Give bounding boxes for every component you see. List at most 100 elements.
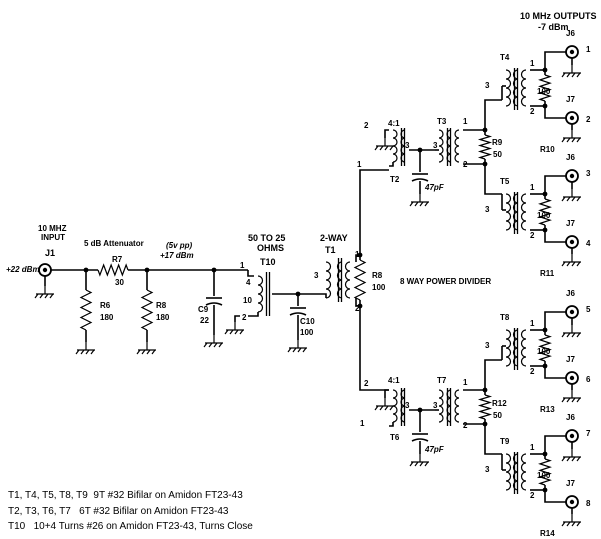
ground-hatch <box>419 201 424 207</box>
t2-pin2: 2 <box>364 121 369 130</box>
jack-center <box>569 309 575 315</box>
ground-hatch <box>566 72 571 78</box>
coil-winding <box>505 329 512 367</box>
jack-center <box>569 173 575 179</box>
wire <box>322 293 327 298</box>
ground-hatch <box>146 349 151 355</box>
ground-hatch <box>379 405 384 411</box>
jack-ref: J6 <box>566 153 575 162</box>
ground-hatch <box>576 332 581 338</box>
coil-winding <box>392 389 398 423</box>
ground-hatch <box>424 201 429 207</box>
t1-pin2: 2 <box>355 304 360 313</box>
t10-title-2: OHMS <box>257 243 284 253</box>
ground-icon <box>287 340 307 353</box>
ground-hatch <box>571 456 576 462</box>
ground-hatch <box>571 137 576 143</box>
ground-hatch <box>576 196 581 202</box>
jack-ref: J6 <box>566 289 575 298</box>
ground-hatch <box>576 456 581 462</box>
capacitor-plate <box>205 302 223 306</box>
c9-value: 22 <box>200 316 209 325</box>
note-t2: T2, T3, T6, T7 6T #32 Bifilar on Amidon … <box>8 506 229 517</box>
wiring <box>34 99 502 467</box>
ground-hatch <box>151 349 156 355</box>
ground-hatch <box>234 329 239 335</box>
ground-hatch <box>566 261 571 267</box>
coil-winding <box>257 275 264 313</box>
pp-dbm-label: +17 dBm <box>160 251 194 260</box>
resistor-value: 100 <box>537 471 551 480</box>
t2-pin3: 3 <box>405 141 410 150</box>
t10-pin2: 2 <box>242 313 247 322</box>
ground-hatch <box>576 397 581 403</box>
wire <box>544 435 566 454</box>
resistor-zigzag <box>477 394 493 420</box>
output-number: 7 <box>586 429 591 438</box>
transformer-ref: T4 <box>500 53 510 62</box>
ground-hatch <box>424 461 429 467</box>
resistor-zigzag <box>538 74 552 102</box>
ground-icon <box>203 335 223 348</box>
pin-label: 1 <box>530 59 535 68</box>
wire <box>484 424 502 455</box>
wire <box>463 389 486 395</box>
t10-ref: T10 <box>260 257 276 267</box>
pin-label: 2 <box>530 231 535 240</box>
wire <box>248 312 259 317</box>
ground-hatch <box>571 521 576 527</box>
ground-icon <box>561 189 581 202</box>
ground-icon <box>561 390 581 403</box>
r6-value: 180 <box>100 313 114 322</box>
ground-hatch <box>561 72 566 78</box>
ground-hatch <box>571 196 576 202</box>
coil-winding <box>454 389 460 423</box>
resistor-ref: R13 <box>540 405 555 414</box>
ground-hatch <box>566 137 571 143</box>
wire <box>544 366 566 379</box>
pin-label: 2 <box>530 491 535 500</box>
r8a-ref: R8 <box>156 301 167 310</box>
ground-icon <box>374 138 394 151</box>
ground-hatch <box>561 521 566 527</box>
r7-value: 30 <box>115 278 124 287</box>
wire <box>544 490 566 503</box>
t2-ratio: 4:1 <box>388 119 400 128</box>
pin-label: 3 <box>485 341 490 350</box>
ground-hatch <box>302 347 307 353</box>
coil-winding <box>505 453 512 491</box>
resistor-zigzag <box>538 334 552 362</box>
coil-winding <box>520 69 527 107</box>
coil-winding <box>325 261 332 299</box>
output-stages: T4R10100J61J72312T5R11100J63J74312T8R131… <box>485 29 591 538</box>
wire <box>247 270 254 277</box>
resistor-ref: R10 <box>540 145 555 154</box>
ground-hatch <box>141 349 146 355</box>
t3-pin1: 1 <box>463 117 468 126</box>
ground-hatch <box>297 347 302 353</box>
t10-pin4: 4 <box>246 278 251 287</box>
ground-icon <box>75 342 95 355</box>
ground-hatch <box>85 349 90 355</box>
coil-winding <box>512 193 519 231</box>
r7-ref: R7 <box>112 255 123 264</box>
wire <box>359 169 389 255</box>
ground-hatch <box>379 145 384 151</box>
r9-value: 50 <box>493 150 502 159</box>
ground-hatch <box>409 201 414 207</box>
ground-hatch <box>571 397 576 403</box>
resistor-value: 100 <box>537 211 551 220</box>
wire <box>384 389 389 398</box>
ground-hatch <box>287 347 292 353</box>
output-number: 6 <box>586 375 591 384</box>
r9-ref: R9 <box>492 138 503 147</box>
outputs-title: 10 MHz OUTPUTS <box>520 11 597 21</box>
wire <box>544 106 566 119</box>
capacitor-plate <box>289 312 307 316</box>
pin-label: 1 <box>530 443 535 452</box>
ground-icon <box>561 325 581 338</box>
coil-winding <box>392 129 398 163</box>
